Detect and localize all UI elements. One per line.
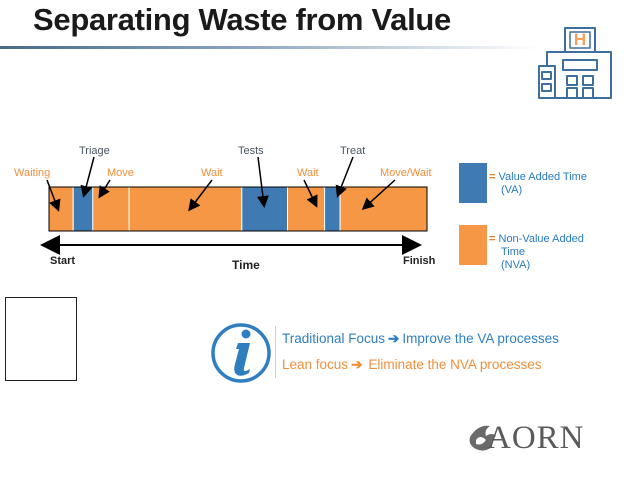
lean-focus-text: Eliminate the NVA processes — [368, 357, 542, 372]
pointer-tests — [256, 156, 269, 208]
axis-start-label: Start — [50, 255, 76, 267]
lean-focus-note: Lean focus➔ Eliminate the NVA processes — [282, 357, 541, 373]
legend-nva-text: = Non-Value Added Time (NVA) — [489, 233, 584, 272]
pointer-wait-2 — [303, 179, 318, 208]
info-divider — [275, 326, 276, 378]
legend-va-line2: (VA) — [501, 184, 523, 196]
slide-title: Separating Waste from Value — [33, 2, 451, 37]
timeline-segment-6-nva — [287, 186, 325, 232]
arrow-icon-2: ➔ — [351, 357, 363, 372]
label-triage: Triage — [79, 145, 110, 157]
label-treat: Treat — [340, 145, 366, 157]
axis-time-label: Time — [232, 258, 260, 272]
pointer-triage — [80, 156, 95, 198]
traditional-focus-note: Traditional Focus➔Improve the VA process… — [282, 331, 559, 347]
legend-nva-line1: Non-Value Added — [498, 233, 584, 245]
legend-nva-swatch — [459, 225, 487, 265]
pointer-treat — [335, 156, 354, 198]
label-move: Move — [107, 167, 134, 179]
timeline-segment-4-nva — [128, 186, 243, 232]
traditional-focus-label: Traditional Focus — [282, 331, 386, 346]
timeline-segment-2-va — [72, 186, 94, 232]
label-waiting: Waiting — [14, 167, 51, 179]
axis-finish-label: Finish — [403, 255, 436, 267]
hospital-letter: H — [574, 30, 586, 49]
aorn-logo-text: AORN — [487, 420, 585, 456]
timeline-segment-3-nva — [92, 186, 130, 232]
timeline-segment-8-nva — [339, 186, 428, 232]
traditional-focus-text: Improve the VA processes — [402, 331, 559, 346]
timeline-bar-outline — [48, 186, 428, 232]
arrow-icon: ➔ — [388, 331, 400, 346]
label-tests: Tests — [238, 145, 264, 157]
timeline-segment-7-va — [324, 186, 341, 232]
legend-va-text: = Value Added Time (VA) — [489, 171, 587, 197]
pointer-move-wait — [361, 179, 396, 211]
timeline-segment-1-nva — [48, 186, 74, 232]
pointer-wait-1 — [188, 179, 213, 212]
thumbnail-frame — [5, 297, 77, 381]
label-move-wait: Move/Wait — [380, 167, 432, 179]
lean-focus-label: Lean focus — [282, 357, 349, 372]
label-wait-2: Wait — [297, 167, 319, 179]
legend-va-line1: Value Added Time — [498, 171, 587, 183]
legend-va-eq: = — [489, 171, 496, 183]
pointer-move — [98, 179, 111, 199]
timeline-segment-5-va — [241, 186, 289, 232]
title-underline — [0, 46, 540, 49]
legend-va-swatch — [459, 163, 487, 203]
legend-nva-eq: = — [489, 233, 496, 245]
legend-nva-line2: Time — [501, 246, 526, 258]
legend-nva-line3: (NVA) — [501, 259, 531, 271]
pointer-waiting — [46, 179, 61, 212]
label-wait-1: Wait — [201, 167, 223, 179]
